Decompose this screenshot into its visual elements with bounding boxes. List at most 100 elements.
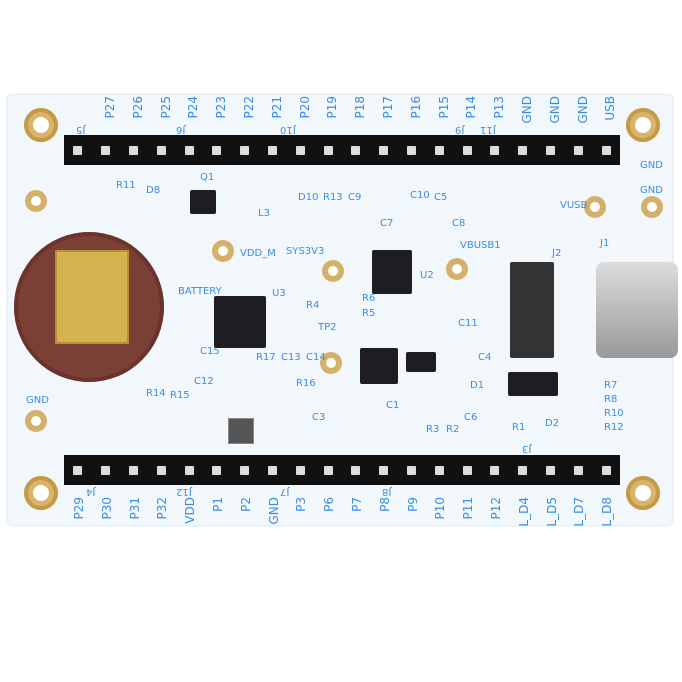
pin-label: P3 bbox=[294, 497, 309, 512]
pin-label: GND bbox=[266, 497, 281, 525]
header-pin bbox=[518, 145, 528, 155]
connector-label: J5 bbox=[76, 124, 86, 135]
pin-label: VDD bbox=[183, 497, 198, 524]
header-pin bbox=[156, 145, 166, 155]
pin-label: GND bbox=[520, 96, 534, 124]
bottom-pin-header bbox=[64, 455, 620, 485]
pin-label: P2 bbox=[238, 497, 253, 512]
pin-label: P25 bbox=[158, 96, 173, 119]
test-pad bbox=[320, 352, 342, 374]
mounting-hole bbox=[626, 108, 660, 142]
mosfet bbox=[190, 190, 216, 214]
header-pin bbox=[73, 145, 83, 155]
silkscreen-label: C3 bbox=[312, 412, 326, 423]
header-pin bbox=[518, 465, 528, 475]
mounting-hole bbox=[626, 476, 660, 510]
test-pad bbox=[641, 196, 663, 218]
silkscreen-label: U2 bbox=[420, 270, 434, 281]
header-pin bbox=[101, 145, 111, 155]
pin-label: P11 bbox=[461, 497, 476, 520]
silkscreen-label: R17 bbox=[256, 352, 276, 363]
header-pin bbox=[212, 465, 222, 475]
test-pad bbox=[446, 258, 468, 280]
header-pin bbox=[73, 465, 83, 475]
header-pin bbox=[295, 145, 305, 155]
silkscreen-label: C1 bbox=[386, 400, 400, 411]
header-pin bbox=[240, 465, 250, 475]
header-pin bbox=[406, 145, 416, 155]
pin-label: L_D5 bbox=[544, 497, 559, 527]
test-pad bbox=[584, 196, 606, 218]
silkscreen-label: R15 bbox=[170, 390, 190, 401]
header-pin bbox=[240, 145, 250, 155]
header-pin bbox=[573, 145, 583, 155]
silkscreen-label: GND bbox=[640, 185, 663, 196]
pin-label: P29 bbox=[72, 497, 86, 520]
connector-label: J12 bbox=[176, 486, 192, 497]
silkscreen-label: R5 bbox=[362, 308, 376, 319]
pin-label: P14 bbox=[464, 96, 479, 119]
silkscreen-label: C14 bbox=[306, 352, 326, 363]
silkscreen-label: VBUSB1 bbox=[460, 240, 501, 251]
silkscreen-label: C13 bbox=[281, 352, 301, 363]
silkscreen-label: C10 bbox=[410, 190, 430, 201]
silkscreen-label: R4 bbox=[306, 300, 320, 311]
pin-label: P9 bbox=[405, 497, 420, 512]
silkscreen-label: Q1 bbox=[200, 172, 215, 183]
connector-label: J8 bbox=[382, 486, 392, 497]
pin-label: L_D7 bbox=[572, 497, 587, 527]
pin-label: P21 bbox=[269, 96, 284, 119]
connector-label: J4 bbox=[86, 486, 96, 497]
silkscreen-label: R8 bbox=[604, 394, 618, 405]
pin-label: P1 bbox=[211, 497, 225, 512]
battery-clip bbox=[55, 250, 129, 344]
pin-label: P16 bbox=[408, 96, 423, 119]
header-pin bbox=[462, 145, 472, 155]
silkscreen-label: R14 bbox=[146, 388, 166, 399]
silkscreen-label: J2 bbox=[552, 248, 562, 259]
pin-label: P30 bbox=[99, 497, 114, 520]
header-pin bbox=[184, 465, 194, 475]
pin-label: GND bbox=[575, 96, 590, 124]
test-pad bbox=[212, 240, 234, 262]
pin-label: L_D8 bbox=[600, 497, 615, 527]
reset-button[interactable] bbox=[228, 418, 254, 444]
header-pin bbox=[379, 145, 389, 155]
mcu-chip bbox=[214, 296, 266, 348]
gnd-pad bbox=[25, 190, 47, 212]
silkscreen-label: R10 bbox=[604, 408, 624, 419]
usb-c-connector bbox=[596, 262, 678, 358]
silkscreen-label: C8 bbox=[452, 218, 466, 229]
header-pin bbox=[323, 465, 333, 475]
silkscreen-label: D2 bbox=[545, 418, 560, 429]
header-pin bbox=[406, 465, 416, 475]
header-pin bbox=[490, 465, 500, 475]
silkscreen-label: R3 bbox=[426, 424, 440, 435]
connector-label: J9 bbox=[455, 124, 465, 135]
inductor bbox=[360, 348, 398, 384]
header-pin bbox=[351, 465, 361, 475]
silkscreen-label: R16 bbox=[296, 378, 316, 389]
header-pin bbox=[128, 465, 138, 475]
pin-label: P23 bbox=[214, 96, 229, 119]
gnd-pad bbox=[25, 410, 47, 432]
header-pin bbox=[351, 145, 361, 155]
silkscreen-label: TP2 bbox=[318, 322, 337, 333]
connector-label: J7 bbox=[280, 486, 290, 497]
pin-label: P12 bbox=[489, 497, 503, 520]
power-switch[interactable] bbox=[510, 262, 554, 358]
connector-label: J11 bbox=[480, 124, 496, 135]
silkscreen-label: C4 bbox=[478, 352, 492, 363]
pin-label: P26 bbox=[130, 96, 145, 119]
header-pin bbox=[184, 145, 194, 155]
silkscreen-label: GND bbox=[26, 395, 49, 406]
connector-label: J10 bbox=[280, 124, 296, 135]
silkscreen-label: R12 bbox=[604, 422, 624, 433]
mounting-hole bbox=[24, 476, 58, 510]
silkscreen-label: C5 bbox=[434, 192, 448, 203]
header-pin bbox=[156, 465, 166, 475]
header-pin bbox=[128, 145, 138, 155]
diode bbox=[508, 372, 558, 396]
silkscreen-label: C11 bbox=[458, 318, 478, 329]
mounting-hole bbox=[24, 108, 58, 142]
